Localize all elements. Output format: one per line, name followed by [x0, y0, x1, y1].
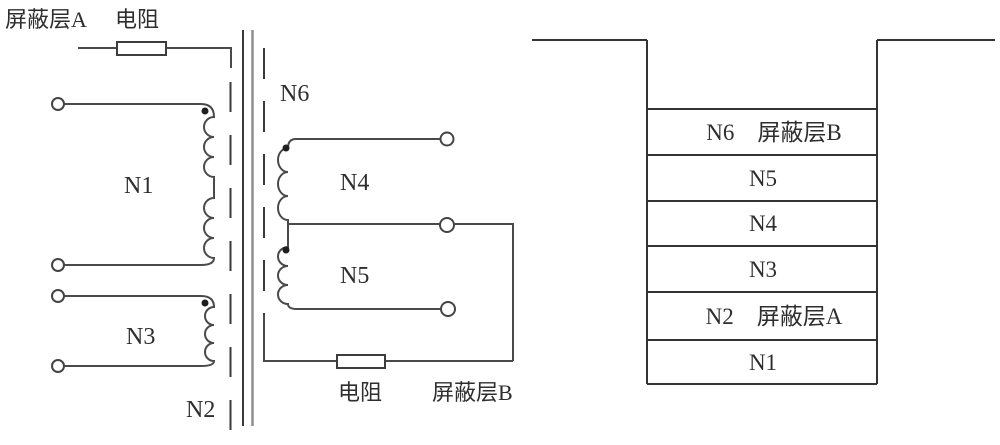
terminal-n1-bottom — [51, 258, 65, 272]
winding-n1-label: N1 — [124, 173, 153, 199]
winding-n1-polarity-dot — [201, 107, 209, 115]
terminal-n3-top — [51, 289, 65, 303]
stack-row-label-n1: N1 — [749, 350, 777, 375]
winding-n3 — [64, 295, 216, 367]
shield-b-label: 屏蔽层B — [432, 380, 513, 405]
winding-n2-label: N2 — [186, 397, 215, 423]
winding-n4-polarity-dot — [282, 144, 290, 152]
winding-n3-label: N3 — [126, 324, 155, 350]
shield-b-loop-wire — [263, 315, 513, 362]
winding-n4-label: N4 — [340, 170, 369, 196]
stack-row-label-n4: N4 — [749, 211, 778, 236]
terminal-n1-top — [51, 97, 65, 111]
terminal-n4-n5-junction — [439, 217, 455, 233]
winding-n5-label: N5 — [340, 263, 369, 289]
winding-n6-label: N6 — [280, 81, 309, 107]
terminal-n5 — [440, 301, 456, 317]
stack-row-label-n6: N6 屏蔽层B — [706, 120, 841, 145]
terminal-n3-bottom — [51, 359, 65, 373]
winding-n3-polarity-dot — [201, 299, 209, 307]
winding-n5-polarity-dot — [282, 246, 290, 254]
stack-row-label-n2: N2 屏蔽层A — [706, 304, 843, 329]
shield-a-label: 屏蔽层A — [5, 7, 87, 32]
resistor-top — [116, 41, 167, 56]
stack-row-label-n3: N3 — [749, 257, 777, 282]
stack-row-label-n5: N5 — [749, 166, 777, 191]
winding-n1 — [64, 103, 216, 266]
shield-a-wire — [78, 47, 232, 68]
terminal-n4 — [439, 131, 455, 147]
resistor-bottom — [336, 354, 386, 369]
winding-stack-cross-section: N6 屏蔽层B N5 N4 N3 N2 屏蔽层A N1 — [532, 39, 995, 385]
junction-wire — [288, 223, 514, 361]
winding-n5 — [277, 224, 441, 310]
resistor-bottom-label: 电阻 — [338, 380, 382, 405]
resistor-top-label: 电阻 — [115, 7, 159, 32]
winding-circuit-schematic: 屏蔽层A 电阻 N6 N1 N3 N2 N4 N5 电阻 屏蔽层B — [5, 7, 514, 440]
